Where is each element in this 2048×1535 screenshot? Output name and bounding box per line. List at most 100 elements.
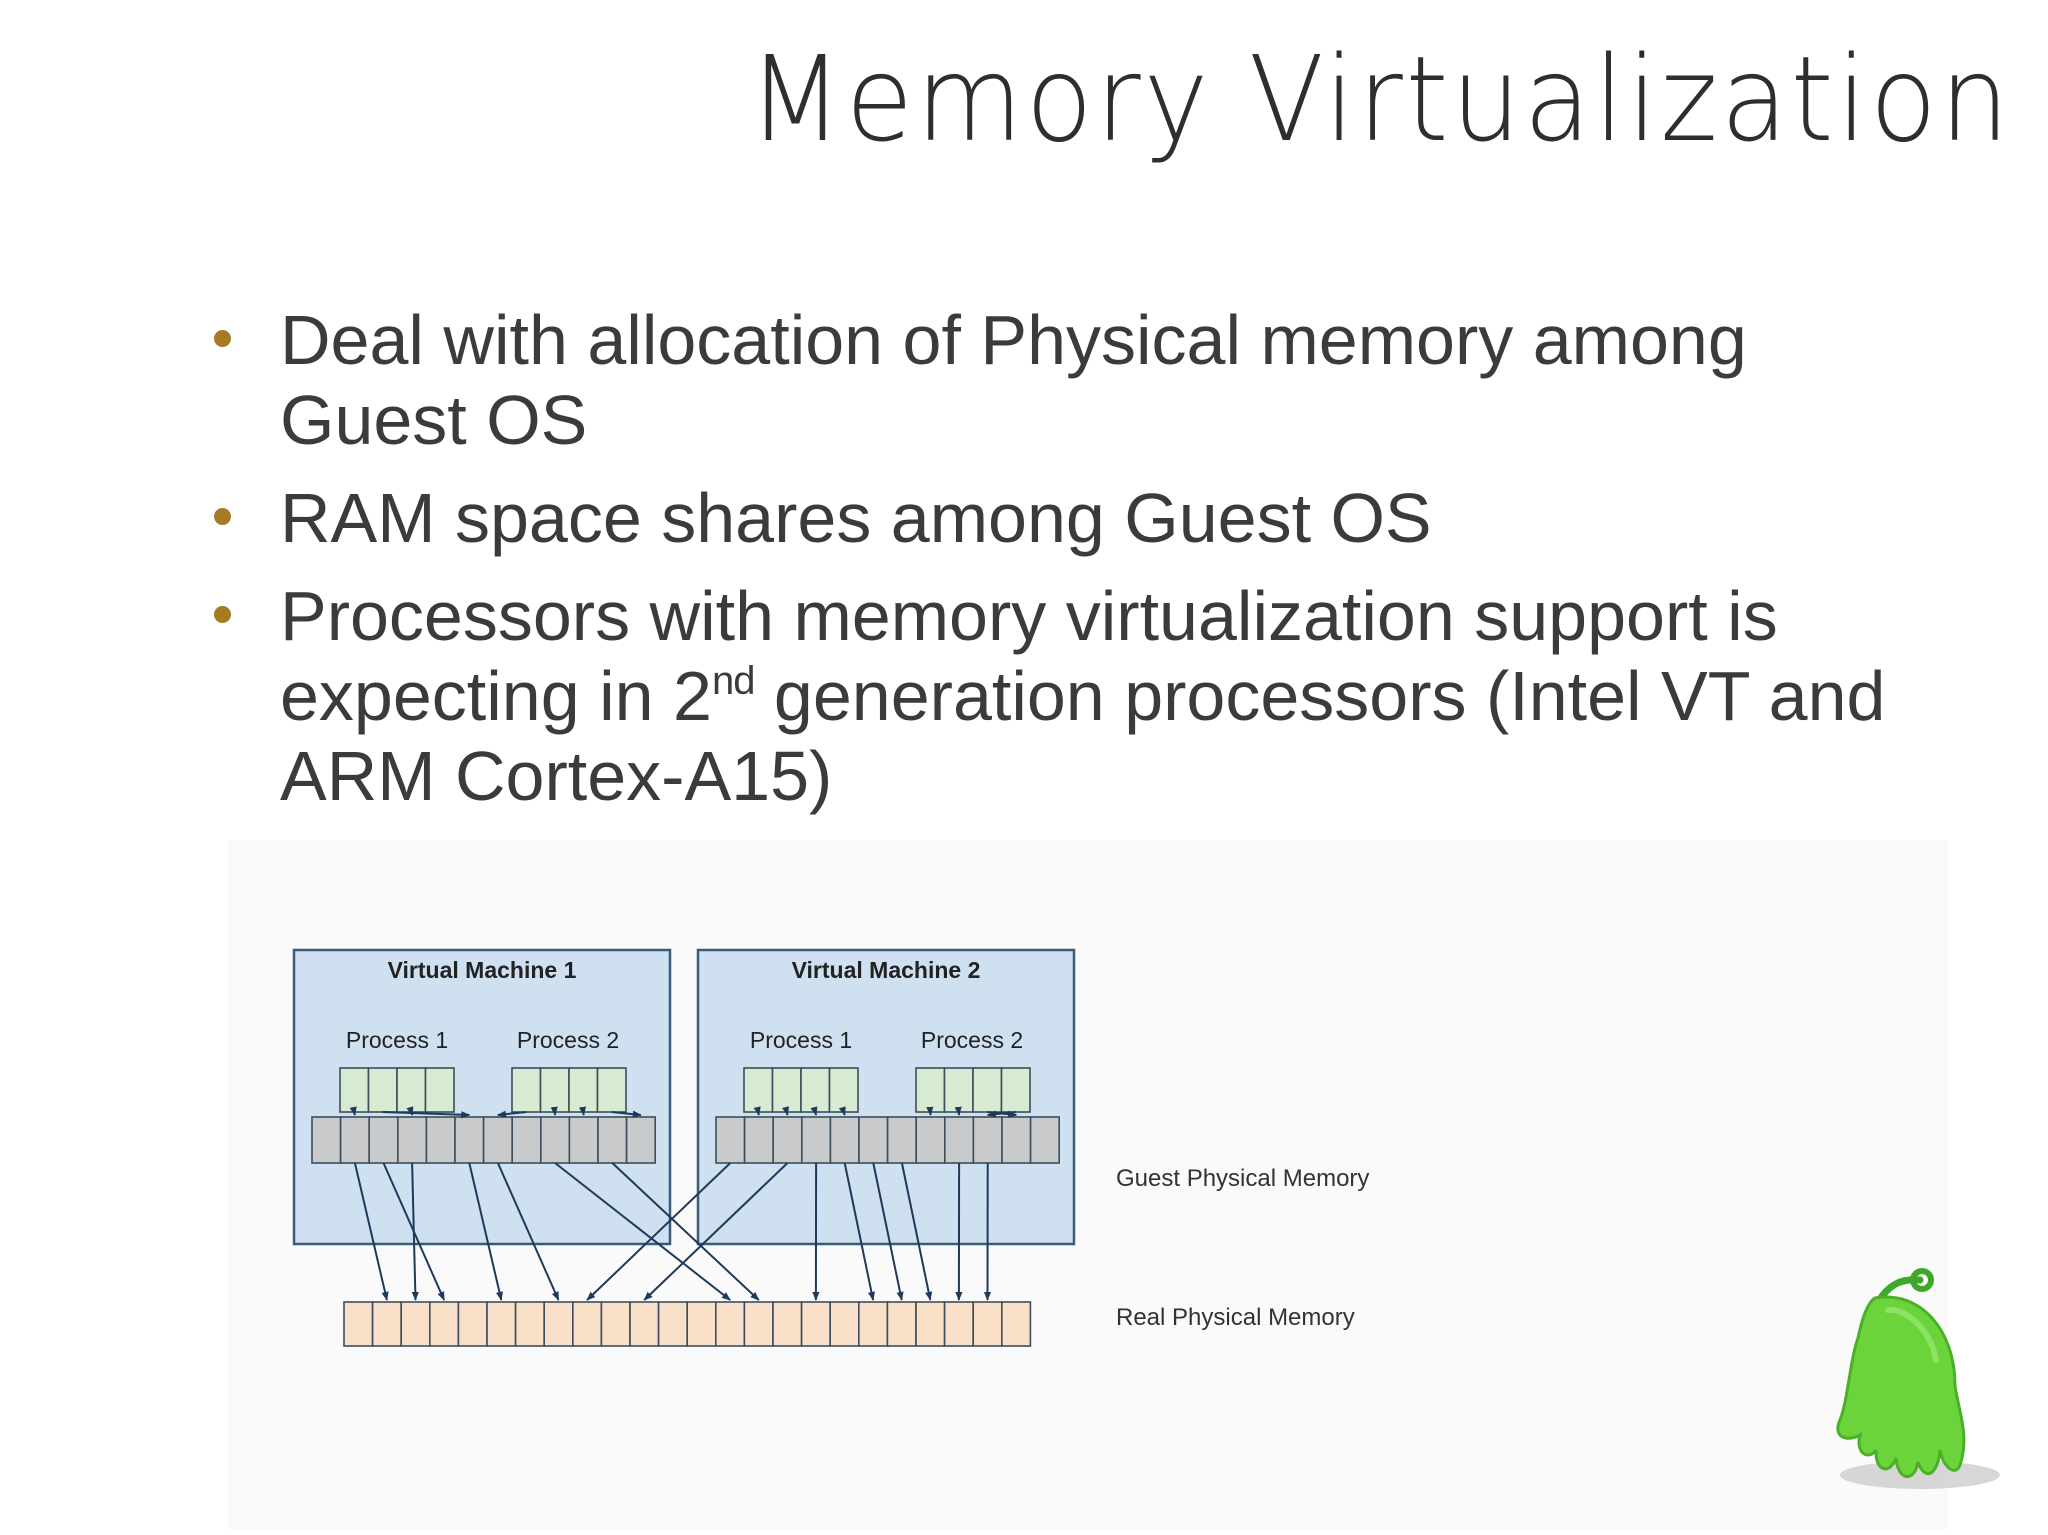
guest-physical-pages bbox=[311, 1116, 657, 1164]
process-label: Process 2 bbox=[921, 1027, 1023, 1053]
real-page-cell bbox=[657, 1301, 689, 1347]
guest-to-real-arrow bbox=[353, 1162, 389, 1301]
guest-to-real-arrow bbox=[411, 1162, 419, 1301]
green-mascot-icon bbox=[1836, 1268, 2000, 1489]
real-page-cell bbox=[571, 1301, 603, 1347]
guest-page-cell bbox=[539, 1116, 571, 1164]
virtual-machine-1: Virtual Machine 1 Process 1 Process 2 bbox=[292, 948, 672, 1246]
real-page-cell bbox=[514, 1301, 546, 1347]
virtual-machine-2: Virtual Machine 2 Process 1 Process 2 bbox=[696, 948, 1076, 1246]
real-page-cell bbox=[829, 1301, 860, 1347]
process-to-guest-arrow bbox=[753, 1106, 761, 1116]
real-page-cell bbox=[400, 1301, 431, 1347]
process-page-cell bbox=[1000, 1067, 1031, 1113]
real-page-cell bbox=[1000, 1301, 1032, 1347]
process-page-cell bbox=[568, 1067, 599, 1113]
process-page-cell bbox=[800, 1067, 831, 1113]
real-page-cell bbox=[457, 1301, 488, 1347]
guest-to-real-arrow bbox=[611, 1162, 760, 1301]
bullet-item: Deal with allocation of Physical memory … bbox=[200, 300, 1920, 460]
ordinal-superscript: nd bbox=[711, 659, 755, 703]
guest-page-cell bbox=[568, 1116, 599, 1164]
memory-diagram: Virtual Machine 1 Process 1 Process 2 Vi… bbox=[228, 840, 1948, 1530]
real-page-cell bbox=[800, 1301, 831, 1347]
real-page-cell bbox=[714, 1301, 746, 1347]
vm-title: Virtual Machine 2 bbox=[792, 957, 981, 983]
process-page-cell bbox=[511, 1067, 542, 1113]
real-page-cell bbox=[629, 1301, 660, 1347]
process-to-guest-arrow bbox=[838, 1106, 846, 1116]
guest-to-real-arrow bbox=[496, 1162, 560, 1301]
guest-page-cell bbox=[915, 1116, 946, 1164]
guest-page-cell bbox=[743, 1116, 774, 1164]
process-to-guest-arrow bbox=[611, 1110, 642, 1118]
real-page-cell bbox=[857, 1301, 889, 1347]
real-page-cell bbox=[343, 1301, 374, 1347]
real-page-cell bbox=[600, 1301, 631, 1347]
process-page-cell bbox=[943, 1067, 974, 1113]
bullet-item: RAM space shares among Guest OS bbox=[200, 478, 1920, 558]
guest-page-cell bbox=[454, 1116, 485, 1164]
process-to-guest-arrow bbox=[497, 1110, 527, 1118]
real-physical-memory-label: Real Physical Memory bbox=[1116, 1304, 1355, 1331]
guest-page-cell bbox=[1001, 1116, 1032, 1164]
guest-page-cell bbox=[597, 1116, 628, 1164]
guest-page-cell bbox=[715, 1116, 746, 1164]
bullet-dot-icon bbox=[214, 508, 231, 525]
process-to-guest-arrow bbox=[349, 1106, 357, 1116]
real-page-cell bbox=[886, 1301, 917, 1347]
guest-to-real-arrow bbox=[900, 1162, 933, 1301]
guest-page-cell bbox=[972, 1116, 1003, 1164]
real-page-cell bbox=[543, 1301, 574, 1347]
guest-physical-memory-label: Guest Physical Memory bbox=[1116, 1165, 1369, 1192]
process-page-cell bbox=[424, 1067, 455, 1113]
process-label: Process 2 bbox=[517, 1027, 619, 1053]
process-to-guest-arrow bbox=[782, 1106, 790, 1116]
bullet-dot-icon bbox=[214, 606, 231, 623]
process-to-guest-arrow bbox=[406, 1106, 414, 1116]
guest-to-real-arrow bbox=[468, 1162, 503, 1301]
bullet-text-after: generation processors (Intel VT and ARM … bbox=[280, 657, 1886, 815]
guest-page-cell bbox=[425, 1116, 456, 1164]
guest-page-cell bbox=[368, 1116, 399, 1164]
process-page-cell bbox=[339, 1067, 370, 1113]
real-physical-memory bbox=[343, 1301, 1032, 1347]
process-page-cell bbox=[367, 1067, 398, 1113]
real-page-cell bbox=[915, 1301, 946, 1347]
bullet-text: RAM space shares among Guest OS bbox=[280, 479, 1432, 557]
guest-page-cell bbox=[397, 1116, 428, 1164]
process-to-guest-arrow bbox=[810, 1106, 818, 1116]
real-page-cell bbox=[772, 1301, 803, 1347]
guest-page-cell bbox=[886, 1116, 917, 1164]
process-pages bbox=[743, 1067, 1031, 1113]
bullet-text: Deal with allocation of Physical memory … bbox=[280, 301, 1747, 459]
guest-page-cell bbox=[311, 1116, 342, 1164]
guest-to-real-arrow bbox=[643, 1162, 789, 1301]
process-label: Process 1 bbox=[346, 1027, 448, 1053]
guest-page-cell bbox=[625, 1116, 657, 1164]
guest-page-cell bbox=[829, 1116, 860, 1164]
process-page-cell bbox=[596, 1067, 627, 1113]
real-page-cell bbox=[686, 1301, 717, 1347]
guest-page-cell bbox=[943, 1116, 975, 1164]
real-page-cell bbox=[972, 1301, 1003, 1347]
guest-page-cell bbox=[511, 1116, 542, 1164]
process-page-cell bbox=[828, 1067, 859, 1113]
guest-page-cell bbox=[339, 1116, 370, 1164]
guest-page-cell bbox=[800, 1116, 832, 1164]
real-page-cell bbox=[429, 1301, 460, 1347]
guest-to-real-arrow bbox=[554, 1162, 731, 1301]
bullet-dot-icon bbox=[214, 330, 231, 347]
guest-to-real-arrow bbox=[586, 1162, 731, 1301]
process-label: Process 1 bbox=[750, 1027, 852, 1053]
real-page-cell bbox=[371, 1301, 403, 1347]
real-page-cell bbox=[486, 1301, 517, 1347]
bullet-list: Deal with allocation of Physical memory … bbox=[200, 300, 1920, 834]
process-page-cell bbox=[396, 1067, 427, 1113]
slide-title: Memory Virtualization bbox=[748, 30, 2012, 168]
guest-to-real-arrow bbox=[872, 1162, 904, 1301]
guest-page-cell bbox=[772, 1116, 803, 1164]
mapping-arrows bbox=[349, 1106, 1018, 1301]
real-page-cell bbox=[943, 1301, 974, 1347]
process-page-cell bbox=[771, 1067, 802, 1113]
